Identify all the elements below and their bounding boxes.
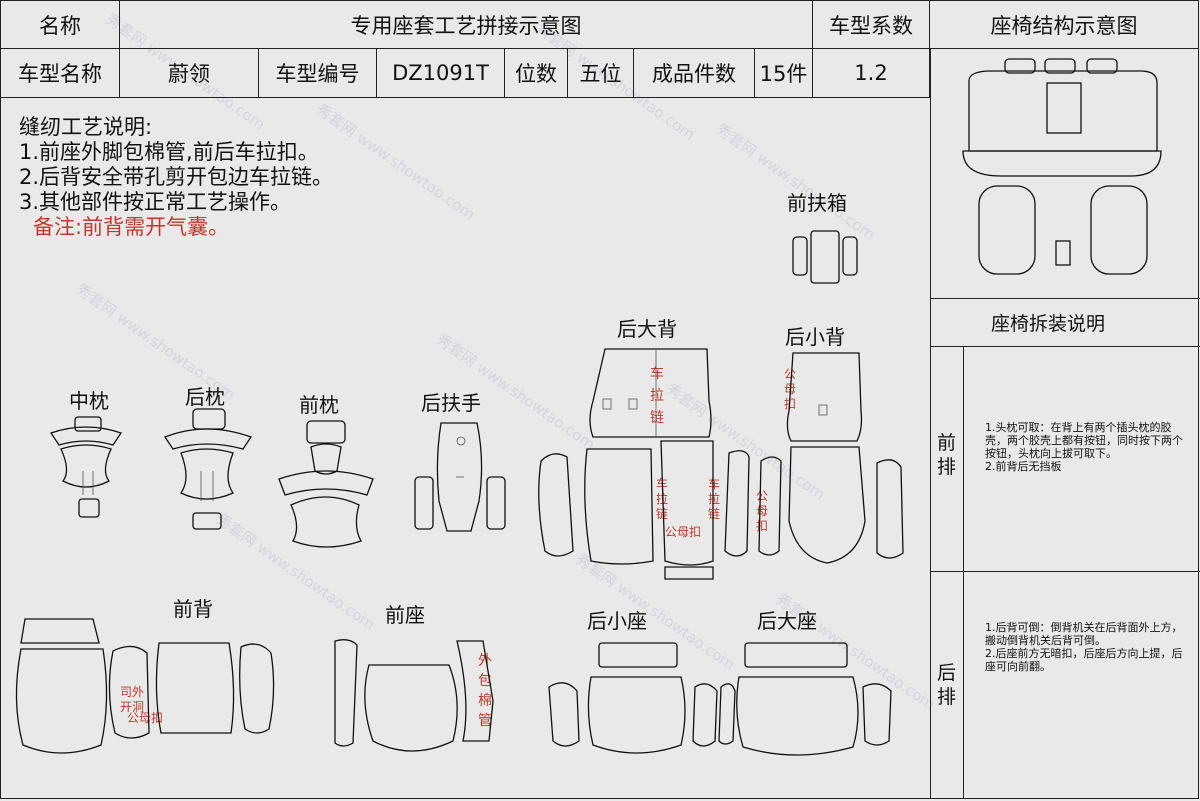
part-label-middle-pillow: 中枕 xyxy=(69,389,109,413)
car-name: 蔚领 xyxy=(120,49,259,98)
seats-label: 位数 xyxy=(505,49,568,98)
middle-pillow-pieces xyxy=(49,416,123,518)
rear-small-seat-pieces xyxy=(548,642,718,754)
rear-armrest-pieces xyxy=(414,422,506,532)
part-label-rear-small-back: 后小背 xyxy=(785,325,845,349)
part-label-rear-big-seat: 后大座 xyxy=(757,609,817,633)
notes-remark: 备注:前背需开气囊。 xyxy=(33,215,230,239)
front-row-label: 前排 xyxy=(937,432,957,478)
pieces-label: 成品件数 xyxy=(634,49,755,98)
part-label-front-seat: 前座 xyxy=(385,603,425,627)
note-item: 2.后背安全带孔剪开包边车拉链。 xyxy=(19,165,334,189)
part-label-rear-small-seat: 后小座 xyxy=(587,609,647,633)
front-box-pieces xyxy=(792,230,858,284)
rear-pillow-pieces xyxy=(164,408,253,530)
factor-value: 1.2 xyxy=(813,49,930,98)
factor-label: 车型系数 xyxy=(813,1,930,49)
column-divider xyxy=(963,346,964,799)
part-label-rear-pillow: 后枕 xyxy=(185,385,225,409)
front-back-pieces xyxy=(15,618,275,754)
part-label-front-box: 前扶箱 xyxy=(787,191,847,215)
notes-heading: 缝纫工艺说明: xyxy=(19,115,153,139)
rear-small-back-pieces xyxy=(758,352,904,564)
row-divider xyxy=(930,571,1200,572)
row-divider xyxy=(930,346,1200,347)
column-divider xyxy=(930,49,931,799)
front-seat-pieces xyxy=(334,639,494,752)
sewing-notes: 缝纫工艺说明: 1.前座外脚包棉管,前后车拉扣。 2.后背安全带孔剪开包边车拉链… xyxy=(19,115,333,240)
annotation-zip: 车拉链 xyxy=(655,477,668,521)
annotation-male-female: 公母扣 xyxy=(665,525,702,539)
part-label-rear-big-back: 后大背 xyxy=(617,317,677,341)
note-item: 1.前座外脚包棉管,前后车拉扣。 xyxy=(19,140,319,164)
page-title: 专用座套工艺拼接示意图 xyxy=(120,1,813,49)
pieces-value: 15件 xyxy=(755,49,813,98)
annotation-outer-hole: 司外开洞 xyxy=(119,685,144,714)
row-divider xyxy=(930,298,1200,299)
front-row-instructions: 1.头枕可取：在背上有两个插头枕的胶壳，两个胶壳上都有按钮，同时按下两个按钮，头… xyxy=(985,421,1183,473)
part-label-front-pillow: 前枕 xyxy=(299,393,339,417)
rear-big-back-pieces xyxy=(538,348,750,580)
annotation-zip: 车拉链 xyxy=(650,366,664,426)
part-label-front-back: 前背 xyxy=(173,597,213,621)
annotation-male-female: 公母扣 xyxy=(127,711,164,725)
install-title: 座椅拆装说明 xyxy=(991,313,1106,335)
structure-label: 座椅结构示意图 xyxy=(930,1,1199,49)
rear-big-seat-pieces xyxy=(718,642,892,756)
front-pillow-pieces xyxy=(278,420,374,548)
car-code: DZ1091T xyxy=(377,49,505,98)
rear-row-label: 后排 xyxy=(937,662,957,708)
car-code-label: 车型编号 xyxy=(259,49,377,98)
car-name-label: 车型名称 xyxy=(1,49,120,98)
name-label: 名称 xyxy=(1,1,120,49)
part-label-rear-armrest: 后扶手 xyxy=(421,391,481,415)
annotation-zip: 车拉链 xyxy=(707,477,720,521)
rear-row-instructions: 1.后背可倒：倒背机关在后背面外上方，搬动倒背机关后背可倒。 2.后座前方无暗扣… xyxy=(985,621,1183,673)
note-item: 3.其他部件按正常工艺操作。 xyxy=(19,190,292,214)
seats-value: 五位 xyxy=(568,49,634,98)
